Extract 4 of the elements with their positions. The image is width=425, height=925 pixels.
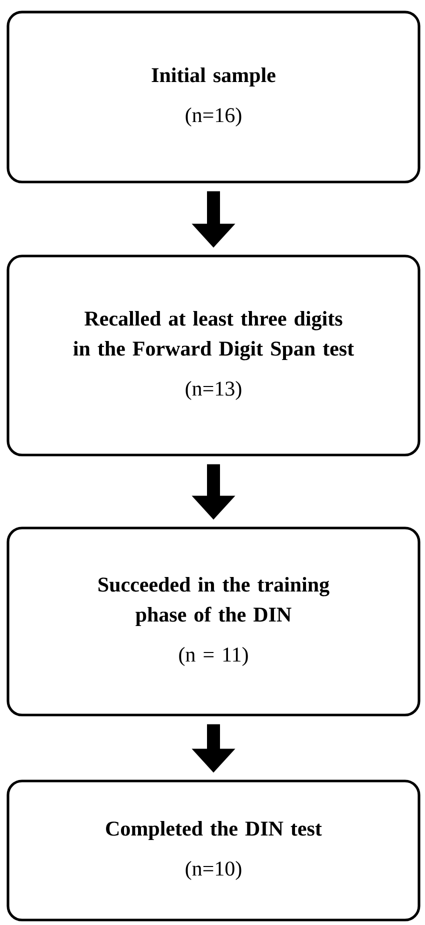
- process-box: Succeeded in the training phase of the DIN (n = 11): [6, 526, 420, 716]
- process-box: Completed the DIN test (n=10): [6, 780, 420, 922]
- process-box: Recalled at least three digits in the Forward Digit Span test (n=13): [6, 254, 420, 456]
- process-box: Initial sample (n=16): [6, 10, 420, 184]
